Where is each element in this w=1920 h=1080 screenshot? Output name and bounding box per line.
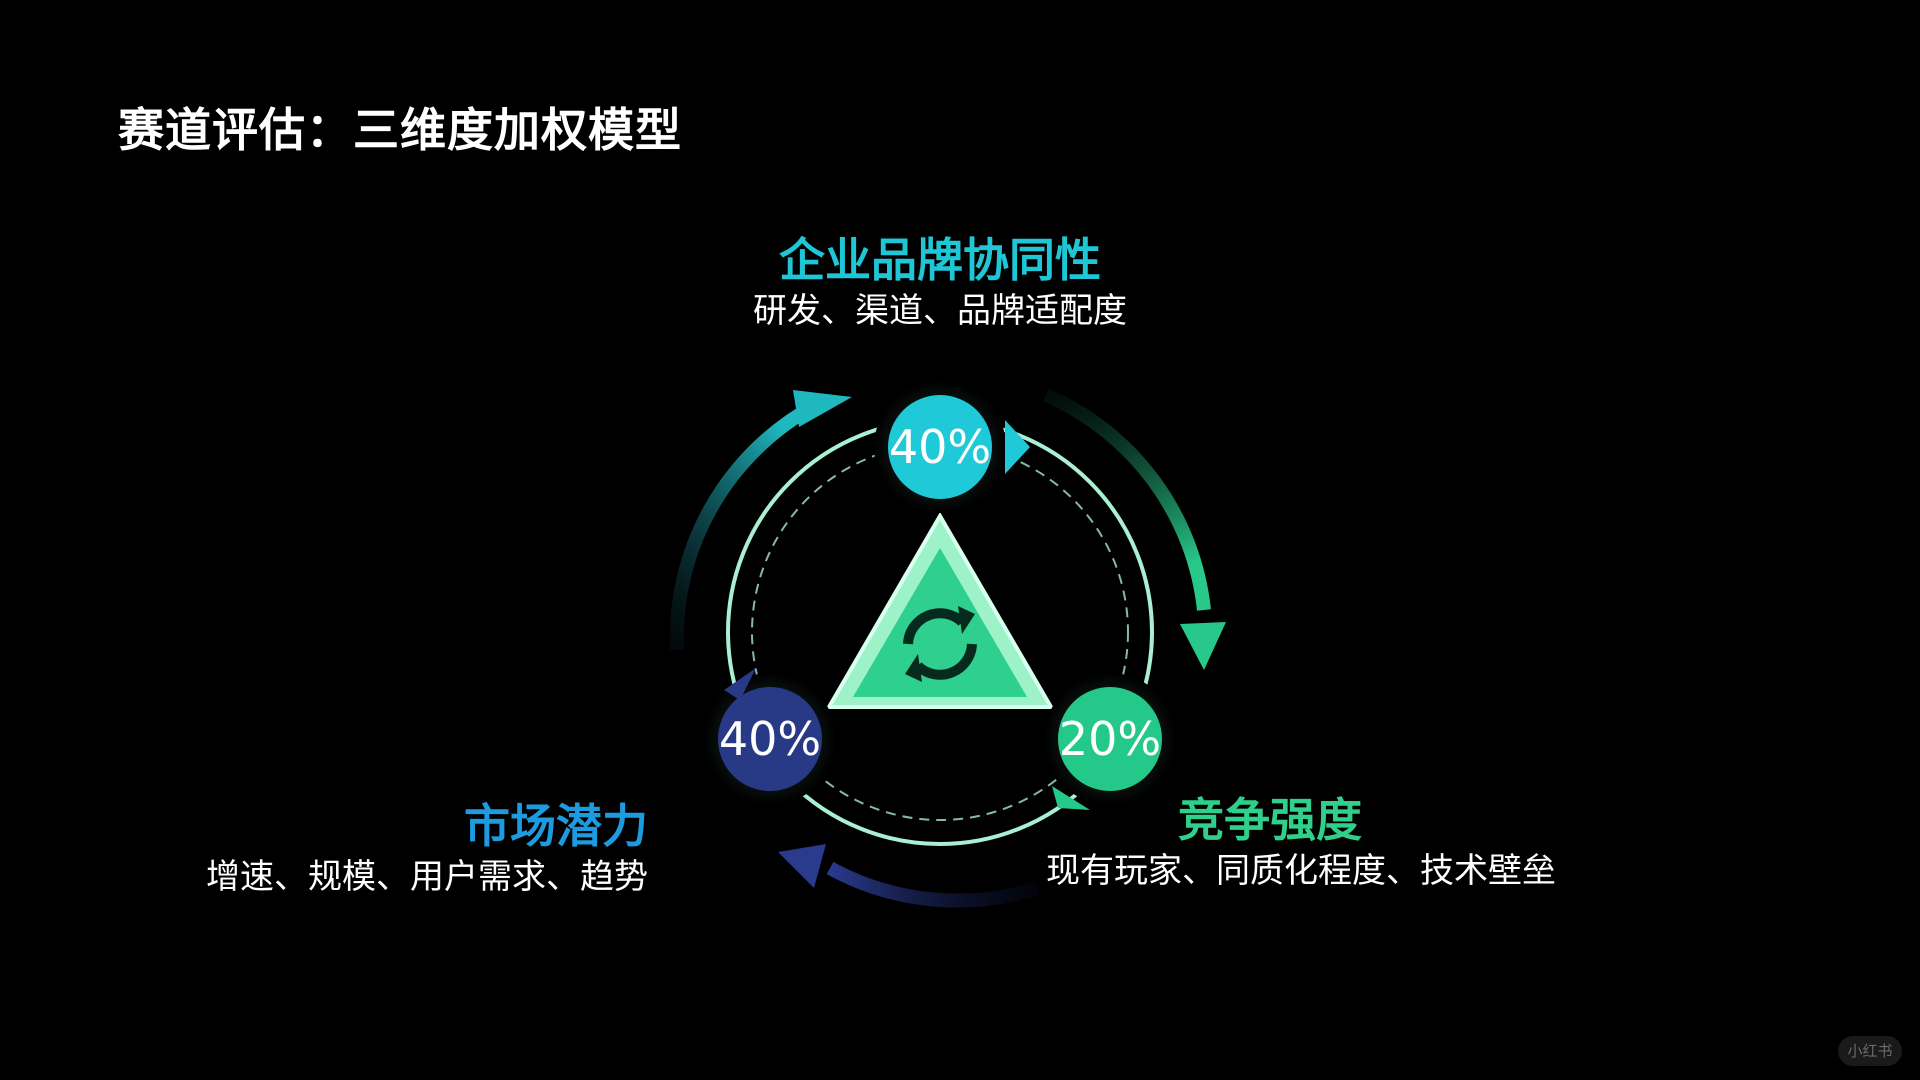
- cycle-arrow-left-head: [793, 390, 852, 427]
- dimension-title-competition: 竞争强度: [1178, 793, 1362, 847]
- cycle-arrow-left: [669, 398, 820, 651]
- dimension-desc-market: 增速、规模、用户需求、趋势: [206, 857, 648, 897]
- node-competition-circle: [1058, 687, 1162, 791]
- dimension-label-market: 市场潜力 增速、规模、用户需求、趋势: [100, 798, 648, 900]
- refresh-cycle-icon: [903, 606, 977, 682]
- node-brand: 40%: [874, 381, 1030, 513]
- dimension-label-competition: 竞争强度 现有玩家、同质化程度、技术壁垒: [1046, 792, 1606, 894]
- node-market-circle: [718, 687, 822, 791]
- dimension-title-brand: 企业品牌协同性: [779, 233, 1101, 287]
- node-market: 40%: [704, 668, 836, 805]
- node-brand-circle: [888, 395, 992, 499]
- cycle-arrow-right-head: [1180, 622, 1226, 670]
- node-market-weight: 40%: [719, 712, 821, 766]
- center-triangle-inner: [853, 548, 1027, 697]
- dimension-title-market: 市场潜力: [464, 799, 648, 853]
- cycle-arrow-right: [1043, 388, 1211, 611]
- watermark-logo: 小红书: [1838, 1036, 1902, 1066]
- node-brand-weight: 40%: [889, 420, 991, 474]
- cycle-arrow-bottom-head: [778, 844, 826, 888]
- node-competition-weight: 20%: [1059, 712, 1161, 766]
- dimension-label-brand: 企业品牌协同性 研发、渠道、品牌适配度: [640, 232, 1240, 334]
- node-competition: 20%: [1044, 673, 1176, 810]
- page-title: 赛道评估：三维度加权模型: [118, 103, 682, 157]
- cycle-arrow-bottom: [826, 861, 1041, 908]
- dimension-desc-competition: 现有玩家、同质化程度、技术壁垒: [1046, 851, 1556, 891]
- dimension-desc-brand: 研发、渠道、品牌适配度: [753, 291, 1127, 331]
